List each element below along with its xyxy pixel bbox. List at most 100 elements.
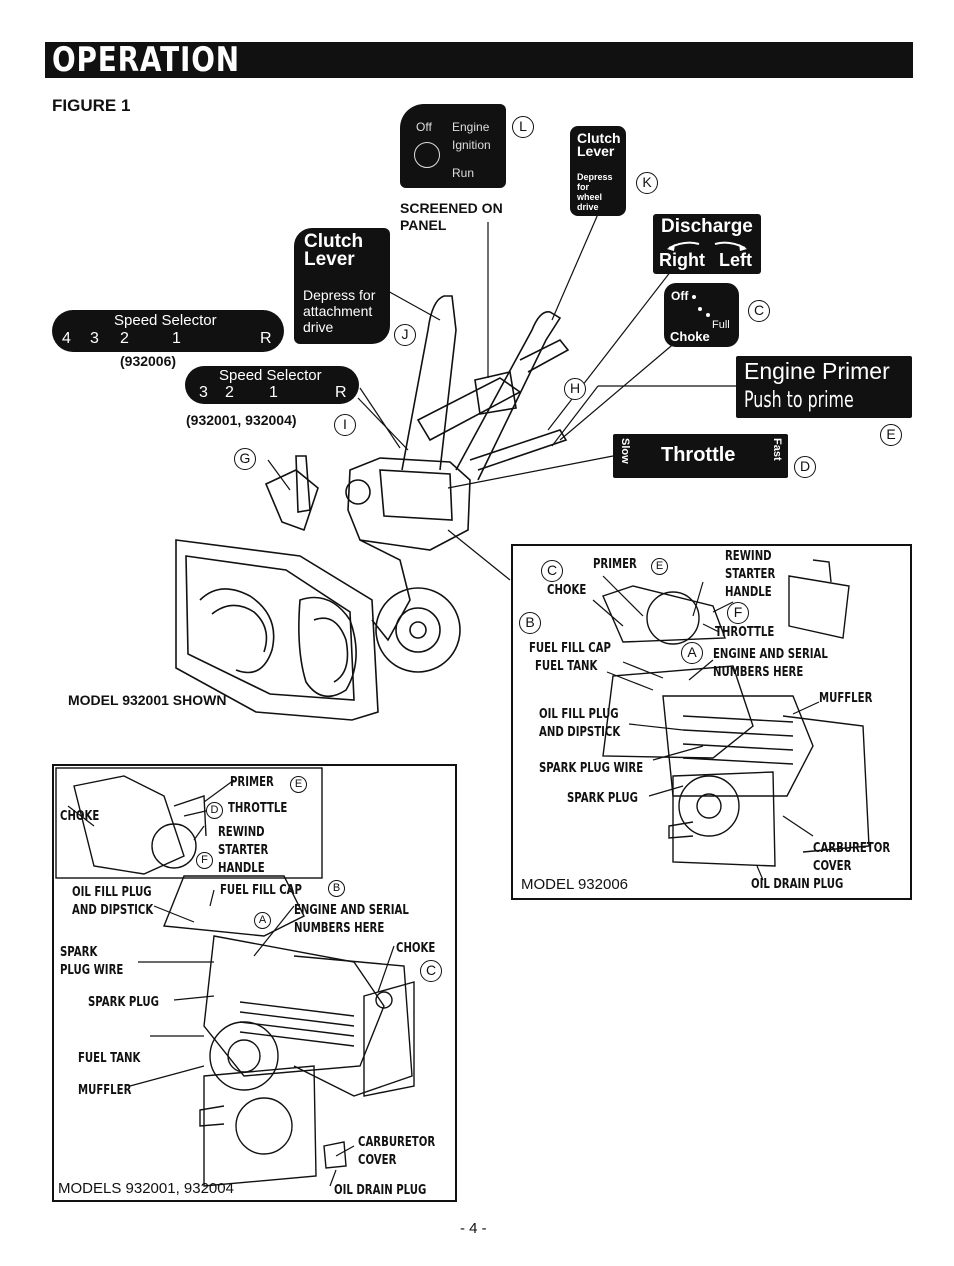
choke-panel: Off Full Choke — [664, 283, 739, 347]
l-callout-f: F — [196, 852, 213, 869]
engine-detail-932006: C PRIMER E CHOKE REWIND STARTER HANDLE F… — [511, 544, 912, 900]
ignition-keyhole-icon — [414, 142, 440, 168]
callout-h: H — [564, 378, 586, 400]
page-number: - 4 - — [460, 1220, 487, 1237]
r-rewind1: REWIND — [725, 549, 772, 564]
l-callout-e: E — [290, 776, 307, 793]
r-engine1: ENGINE AND SERIAL — [713, 647, 828, 662]
ignition-run-label: Run — [452, 166, 475, 180]
r-throttle: THROTTLE — [715, 625, 775, 640]
page-title: OPERATION — [52, 40, 240, 80]
l-throttle: THROTTLE — [228, 801, 288, 816]
r-oil1: OIL FILL PLUG — [539, 707, 619, 722]
callout-d: D — [794, 456, 816, 478]
r-sparkwire: SPARK PLUG WIRE — [539, 761, 644, 776]
ignition-engine-label: Engine — [452, 120, 490, 134]
clutch-attachment-panel: Clutch Lever Depress for attachment driv… — [294, 228, 390, 344]
l-callout-b: B — [328, 880, 345, 897]
r-sparkplug: SPARK PLUG — [567, 791, 638, 806]
l-primer: PRIMER — [230, 775, 274, 790]
engine-primer-panel: Engine Primer Push to prime — [736, 356, 912, 418]
speed1-num: 4 — [62, 330, 71, 347]
r-caption: MODEL 932006 — [521, 876, 629, 893]
r-callout-f: F — [727, 602, 749, 624]
clutch-small-desc1: Depress — [577, 172, 613, 182]
discharge-arrows-icon — [667, 241, 747, 251]
callout-e: E — [880, 424, 902, 446]
speed-selector-3: Speed Selector 3 2 1 R — [185, 366, 359, 404]
l-sparkplug: SPARK PLUG — [88, 995, 159, 1010]
l-engine2: NUMBERS HERE — [294, 921, 385, 936]
speed1-num: 2 — [120, 330, 129, 347]
r-fuelcap: FUEL FILL CAP — [529, 641, 611, 656]
r-callout-e: E — [651, 558, 668, 575]
discharge-left-label: Left — [719, 250, 752, 270]
speed2-num: 3 — [199, 384, 208, 401]
throttle-title: Throttle — [661, 444, 736, 466]
r-muffler: MUFFLER — [819, 691, 873, 706]
speed1-num: R — [260, 330, 272, 347]
clutch-big-title1: Clutch — [304, 231, 364, 252]
l-callout-d: D — [206, 802, 223, 819]
choke-dot-icon — [706, 313, 710, 317]
throttle-slow-label: Slow — [619, 438, 631, 464]
clutch-wheel-panel: Clutch Lever Depress for wheel drive — [570, 126, 626, 216]
l-muffler: MUFFLER — [78, 1083, 132, 1098]
figure-label: FIGURE 1 — [52, 96, 131, 115]
throttle-panel: Slow Throttle Fast — [613, 434, 788, 478]
choke-off-label: Off — [671, 289, 689, 303]
callout-i: I — [334, 414, 356, 436]
clutch-small-desc2: for — [577, 182, 589, 192]
clutch-big-desc2: attachment — [303, 303, 373, 319]
clutch-big-title2: Lever — [304, 249, 355, 270]
l-carb2: COVER — [358, 1153, 397, 1168]
l-fuelcap: FUEL FILL CAP — [220, 883, 302, 898]
r-callout-b: B — [519, 612, 541, 634]
primer-title: Engine Primer — [744, 358, 890, 384]
l-caption: MODELS 932001, 932004 — [58, 1180, 234, 1197]
header-bar — [45, 42, 913, 78]
screened-note-line2: PANEL — [400, 217, 447, 233]
choke-full-label: Full — [712, 319, 730, 331]
clutch-small-desc3: wheel — [577, 192, 603, 202]
r-oil2: AND DIPSTICK — [539, 725, 621, 740]
speed2-num: 1 — [269, 384, 278, 401]
clutch-small-desc4: drive — [577, 202, 599, 212]
speed1-num: 1 — [172, 330, 181, 347]
engine-illustration-left — [55, 767, 415, 1187]
engine-detail-932001: CHOKE PRIMER E D THROTTLE REWIND STARTER… — [52, 764, 457, 1202]
ignition-panel: Off Engine Ignition Run — [400, 104, 506, 188]
r-fueltank: FUEL TANK — [535, 659, 598, 674]
model-shown-caption: MODEL 932001 SHOWN — [68, 692, 227, 708]
l-rewind1: REWIND — [218, 825, 265, 840]
l-callout-c: C — [420, 960, 442, 982]
speed1-title: Speed Selector — [114, 312, 217, 329]
callout-c: C — [748, 300, 770, 322]
l-spark2: PLUG WIRE — [60, 963, 124, 978]
choke-dot-icon — [698, 307, 702, 311]
speed2-title: Speed Selector — [219, 367, 322, 384]
callout-g: G — [234, 448, 256, 470]
choke-dot-icon — [692, 295, 696, 299]
clutch-small-title2: Lever — [577, 143, 615, 159]
r-primer: PRIMER — [593, 557, 637, 572]
clutch-big-desc3: drive — [303, 319, 334, 335]
r-callout-a: A — [681, 642, 703, 664]
r-rewind2: STARTER — [725, 567, 776, 582]
speed1-model: (932006) — [120, 353, 177, 369]
choke-choke-label: Choke — [670, 329, 710, 344]
l-rewind2: STARTER — [218, 843, 269, 858]
r-carb1: CARBURETOR — [813, 841, 891, 856]
r-callout-c: C — [541, 560, 563, 582]
r-rewind3: HANDLE — [725, 585, 772, 600]
ignition-ignition-label: Ignition — [452, 138, 491, 152]
l-callout-a: A — [254, 912, 271, 929]
engine-illustration-right — [592, 559, 870, 881]
ignition-off-label: Off — [416, 120, 432, 134]
l-fueltank: FUEL TANK — [78, 1051, 141, 1066]
l-spark1: SPARK — [60, 945, 98, 960]
callout-k: K — [636, 172, 658, 194]
speed1-num: 3 — [90, 330, 99, 347]
discharge-panel: Discharge Right Left — [653, 214, 761, 274]
